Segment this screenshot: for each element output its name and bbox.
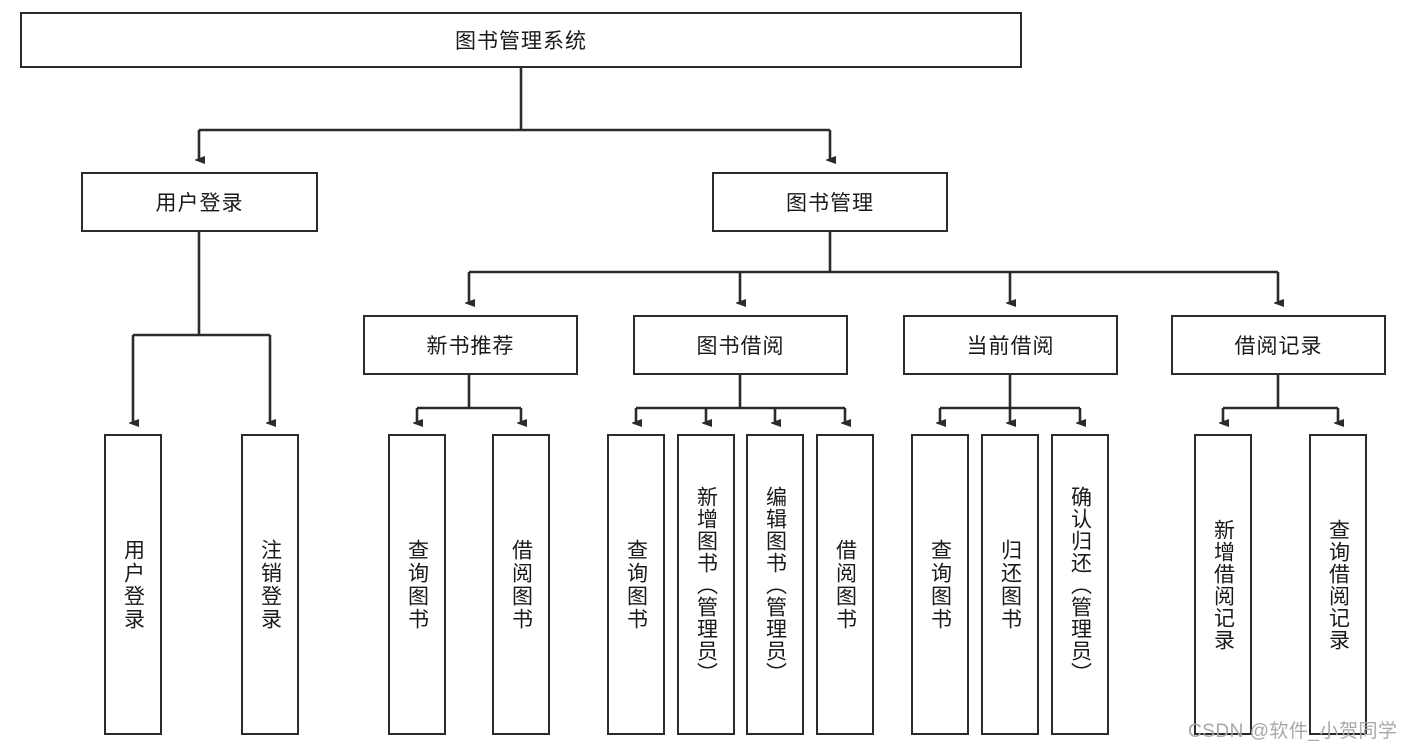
node-label: 归还图书	[998, 538, 1022, 631]
leaf-query-book-current[interactable]: 查询图书	[911, 434, 969, 735]
node-label: 用户登录	[121, 538, 145, 631]
node-current-borrowing[interactable]: 当前借阅	[903, 315, 1118, 375]
node-label: 图书借阅	[696, 335, 785, 358]
leaf-logout[interactable]: 注销登录	[241, 434, 299, 735]
node-label: 借阅图书	[509, 538, 533, 631]
leaf-edit-book-admin[interactable]: 编辑图书（管理员）	[746, 434, 804, 735]
node-label: 查询图书	[928, 538, 952, 631]
node-label: 图书管理	[786, 192, 874, 215]
node-label: 查询借阅记录	[1326, 518, 1350, 651]
node-label: 当前借阅	[966, 335, 1055, 358]
node-label: 确认归还（管理员）	[1068, 485, 1092, 684]
node-new-book-recommendation[interactable]: 新书推荐	[363, 315, 578, 375]
node-label: 新增借阅记录	[1211, 518, 1235, 651]
node-label: 新增图书（管理员）	[694, 485, 718, 684]
node-book-management[interactable]: 图书管理	[712, 172, 948, 232]
node-user-login[interactable]: 用户登录	[81, 172, 318, 232]
leaf-add-book-admin[interactable]: 新增图书（管理员）	[677, 434, 735, 735]
leaf-borrow-book-newrec[interactable]: 借阅图书	[492, 434, 550, 735]
node-book-borrowing[interactable]: 图书借阅	[633, 315, 848, 375]
node-root-book-management-system[interactable]: 图书管理系统	[20, 12, 1022, 68]
leaf-borrow-book[interactable]: 借阅图书	[816, 434, 874, 735]
leaf-query-book-borrow[interactable]: 查询图书	[607, 434, 665, 735]
leaf-user-login[interactable]: 用户登录	[104, 434, 162, 735]
node-label: 借阅记录	[1234, 335, 1323, 358]
leaf-confirm-return-admin[interactable]: 确认归还（管理员）	[1051, 434, 1109, 735]
node-label: 用户登录	[155, 192, 244, 215]
leaf-query-borrow-record[interactable]: 查询借阅记录	[1309, 434, 1367, 735]
node-label: 新书推荐	[426, 335, 515, 358]
node-label: 注销登录	[258, 538, 282, 631]
node-label: 编辑图书（管理员）	[763, 485, 787, 684]
node-label: 借阅图书	[833, 538, 857, 631]
csdn-watermark: CSDN @软件_小贺同学	[1188, 721, 1398, 742]
node-label: 图书管理系统	[455, 30, 587, 53]
node-label: 查询图书	[624, 538, 648, 631]
leaf-return-book[interactable]: 归还图书	[981, 434, 1039, 735]
node-label: 查询图书	[405, 538, 429, 631]
leaf-add-borrow-record[interactable]: 新增借阅记录	[1194, 434, 1252, 735]
node-borrowing-records[interactable]: 借阅记录	[1171, 315, 1386, 375]
leaf-query-book-newrec[interactable]: 查询图书	[388, 434, 446, 735]
